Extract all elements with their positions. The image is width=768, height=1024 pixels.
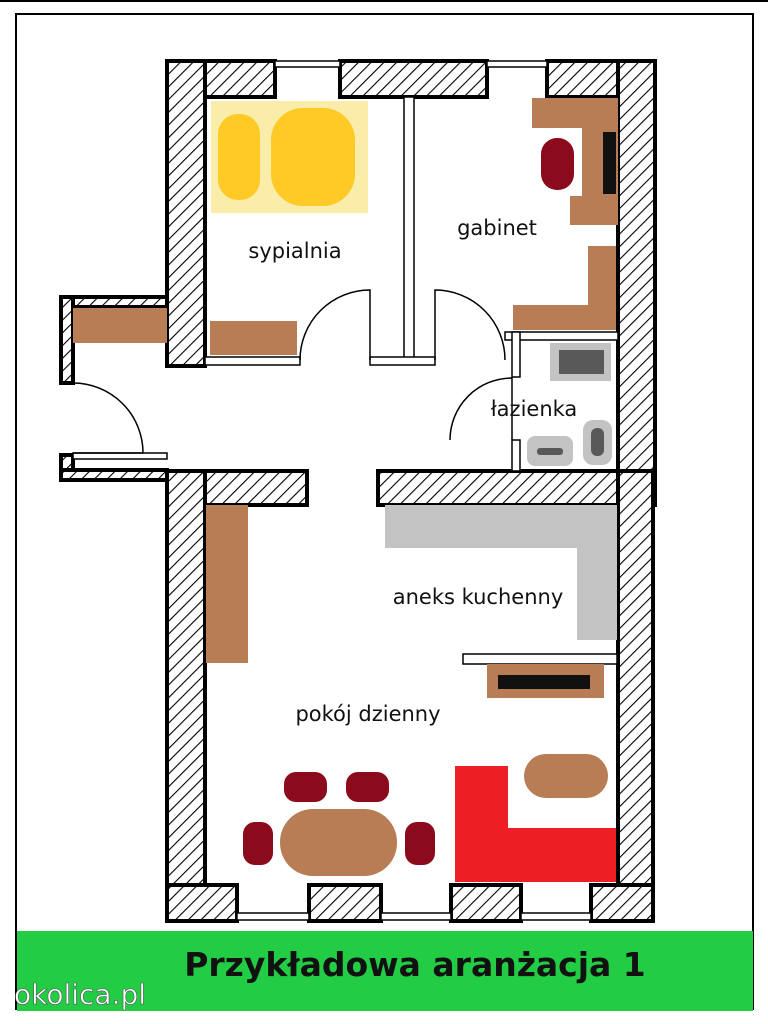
office-monitor [603, 132, 616, 194]
dining-chair-left [243, 822, 273, 865]
partition-bedroom-bottom [204, 356, 301, 366]
office-chair-icon [541, 138, 574, 190]
walls [59, 59, 657, 923]
wall-left-lower [165, 469, 207, 923]
sofa-icon [455, 766, 616, 882]
room-label-bedroom: sypialnia [248, 239, 341, 263]
office-desk [532, 98, 618, 225]
window-bottom-3 [520, 912, 592, 921]
sink-basin [537, 448, 563, 455]
room-label-living-room: pokój dzienny [295, 702, 440, 726]
door-entry-swing [72, 382, 144, 454]
wall-right-lower [616, 469, 655, 923]
windows [236, 60, 592, 921]
wall-entry-bottom [59, 468, 169, 482]
tv-shelf [462, 653, 618, 665]
partition-bedroom-office [403, 96, 415, 360]
dining-chair-right [405, 822, 435, 865]
wall-left-upper [165, 59, 207, 368]
office-shelf [513, 246, 616, 330]
door-bath-swing [449, 377, 513, 441]
wall-bottom-2 [307, 883, 383, 923]
toilet-seat [591, 428, 604, 456]
wall-top-middle [338, 59, 489, 99]
room-label-kitchenette: aneks kuchenny [393, 585, 564, 609]
window-bottom-1 [236, 912, 310, 921]
tv-icon [498, 675, 590, 689]
entry-wardrobe [73, 308, 167, 343]
partition-bath-left [511, 331, 521, 378]
bathtub-inner [559, 350, 604, 374]
bedroom-dresser [210, 321, 297, 355]
room-label-office: gabinet [457, 216, 537, 240]
door-swings [72, 289, 513, 454]
room-label-bathroom: łazienka [491, 397, 578, 421]
pillow-icon [218, 114, 260, 200]
wall-right [616, 59, 657, 473]
footer-title: Przykładowa aranżacja 1 [184, 945, 646, 984]
dining-chair-top-right [346, 772, 389, 802]
window-bottom-2 [380, 912, 452, 921]
site-watermark: okolica.pl [14, 978, 147, 1012]
window-top-1 [274, 60, 341, 68]
dining-chair-top-left [284, 772, 327, 802]
wall-entry-top [59, 295, 169, 309]
footer-bar: Przykładowa aranżacja 1 [17, 931, 753, 1011]
partition-office-bottom [504, 331, 619, 341]
kitchen-counter [385, 505, 617, 640]
coffee-table [524, 754, 608, 798]
partition-bath-left-lower [511, 439, 521, 472]
living-cabinet [206, 505, 248, 663]
door-bedroom-swing [299, 289, 371, 361]
window-top-2 [486, 60, 548, 68]
door-office-swing [434, 289, 506, 361]
duvet-icon [271, 108, 355, 206]
wall-bottom-4 [589, 883, 655, 923]
partition-corridor-1 [369, 356, 436, 366]
wall-bottom-1 [165, 883, 239, 923]
dining-table [280, 809, 397, 876]
wall-entry-side [59, 295, 75, 385]
wall-middle-right [376, 469, 657, 507]
wall-bottom-3 [449, 883, 523, 923]
partition-entry-gap [72, 452, 168, 460]
